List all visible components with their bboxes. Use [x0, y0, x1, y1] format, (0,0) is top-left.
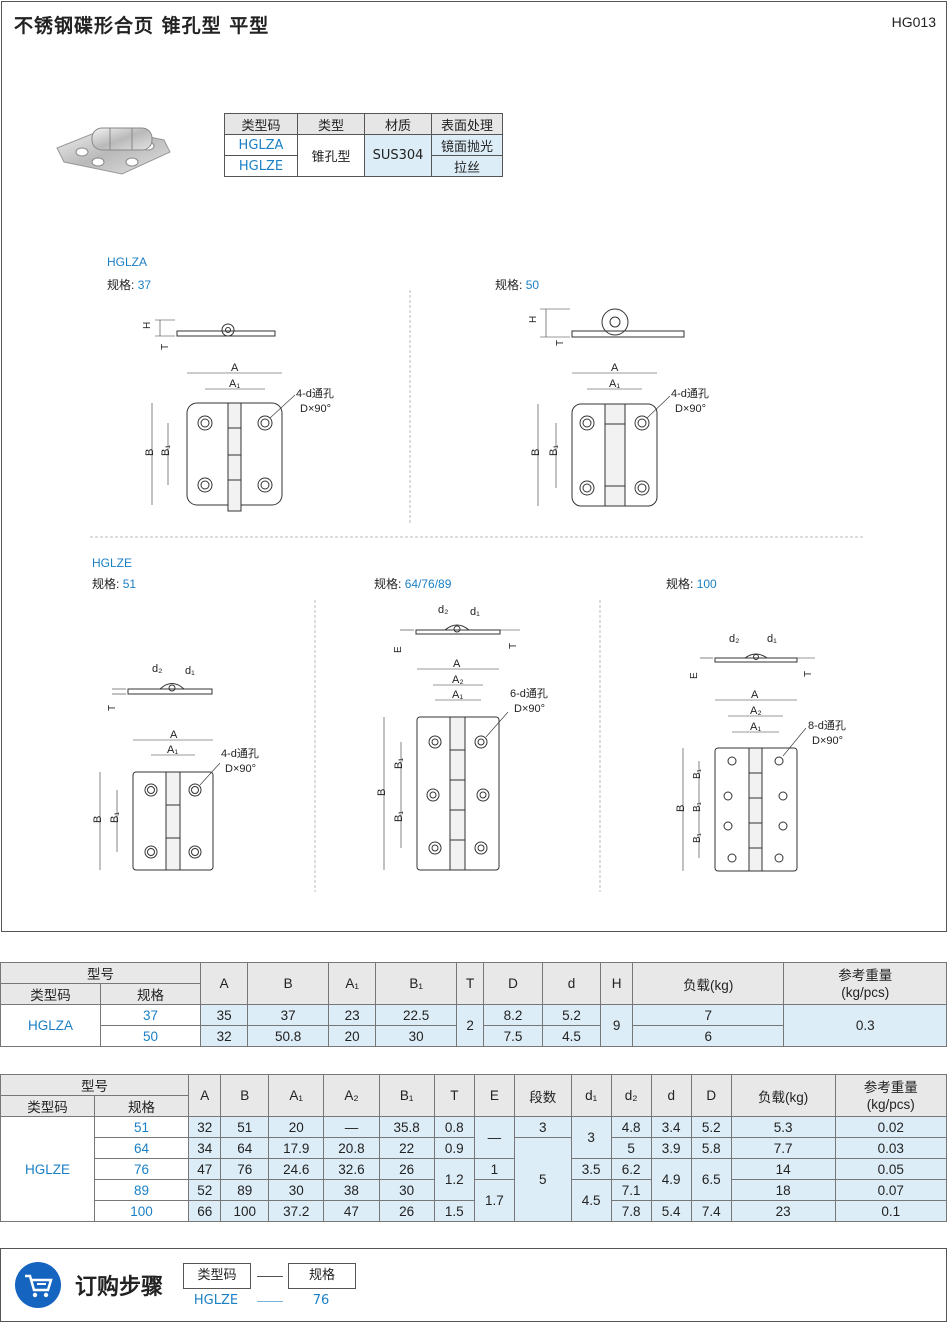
- product-photo: [56, 127, 171, 175]
- svg-text:T: T: [107, 705, 118, 711]
- drawing-frame: [1, 1, 947, 932]
- order-title: 订购步骤: [75, 1275, 164, 1300]
- svg-text:d₁: d₁: [767, 633, 777, 645]
- svg-text:d₂: d₂: [438, 604, 448, 616]
- hglze-64-side-view: d₂ d₁ E T: [393, 604, 520, 653]
- svg-text:B: B: [144, 449, 156, 456]
- svg-text:E: E: [689, 672, 700, 679]
- section-hglza: HGLZA: [107, 255, 148, 269]
- hglze-51-side-view: d₂ d₁ T: [107, 663, 213, 711]
- svg-text:A₁: A₁: [750, 721, 761, 733]
- order-steps-panel: 订购步骤 类型码 规格 HGLZE 76: [0, 1248, 947, 1322]
- finish-brushed: 拉丝: [431, 155, 503, 177]
- type-cell: 锥孔型: [297, 134, 365, 177]
- spec-table-hglze: 型号 A B A₁ A₂ B₁ T E 段数 d₁ d₂ d D 负载(kg) …: [0, 1074, 948, 1222]
- svg-text:B: B: [530, 449, 542, 456]
- type-table: 类型码 类型 材质 表面处理 HGLZA 锥孔型 SUS304 镜面抛光 HGL…: [224, 113, 503, 177]
- hglza-37-front-view: A A₁ B B₁ 4-d通孔 D×90°: [144, 362, 334, 512]
- svg-text:A: A: [751, 689, 759, 701]
- svg-text:A₂: A₂: [452, 674, 464, 686]
- order-separator: [257, 1276, 283, 1277]
- spec-label-100: 规格: 100: [666, 577, 717, 591]
- svg-text:T: T: [803, 671, 814, 677]
- svg-text:B₁: B₁: [393, 758, 405, 769]
- hglze-100-front-view: A A₂ A₁ B B₁ B₁ B₁ 8-d通孔 D×90°: [675, 689, 846, 872]
- order-example-code: HGLZE: [193, 1293, 239, 1308]
- svg-text:D×90°: D×90°: [675, 403, 706, 415]
- page-title: 不锈钢碟形合页 锥孔型 平型: [14, 15, 270, 37]
- svg-text:B₁: B₁: [109, 812, 121, 823]
- material-cell: SUS304: [364, 134, 432, 177]
- svg-text:D×90°: D×90°: [514, 703, 545, 715]
- svg-text:D×90°: D×90°: [300, 403, 331, 415]
- svg-text:T: T: [555, 340, 566, 346]
- th-material: 材质: [364, 113, 432, 135]
- svg-text:4-d通孔: 4-d通孔: [221, 747, 259, 760]
- hglza-50-front-view: A A₁ B B₁ 4-d通孔 D×90°: [530, 362, 709, 507]
- svg-text:d₁: d₁: [470, 606, 480, 618]
- hglze-64-front-view: A A₂ A₁ B B₁ B₁ 6-d通孔 D×90°: [376, 658, 548, 871]
- order-box-code: 类型码: [183, 1263, 251, 1289]
- svg-text:T: T: [508, 643, 519, 649]
- svg-text:E: E: [393, 646, 404, 653]
- th-finish: 表面处理: [431, 113, 503, 135]
- svg-text:B₁: B₁: [692, 801, 703, 812]
- svg-text:A: A: [170, 729, 178, 741]
- spec-label-50: 规格: 50: [495, 278, 540, 292]
- spec-label-37: 规格: 37: [107, 278, 152, 292]
- hglze-100-side-view: d₂ d₁ E T: [689, 633, 815, 679]
- svg-text:B₁: B₁: [692, 832, 703, 843]
- svg-text:4-d通孔: 4-d通孔: [671, 387, 709, 400]
- svg-text:d₂: d₂: [729, 633, 739, 645]
- svg-text:B₁: B₁: [548, 445, 560, 456]
- svg-text:H: H: [528, 316, 539, 323]
- spec-label-64-89: 规格: 64/76/89: [374, 577, 452, 591]
- svg-text:6-d通孔: 6-d通孔: [510, 687, 548, 700]
- svg-text:A₂: A₂: [750, 705, 762, 717]
- svg-text:A: A: [453, 658, 461, 670]
- order-box-spec: 规格: [288, 1263, 356, 1289]
- hglza-50-side-view: H T: [528, 308, 685, 346]
- section-hglze: HGLZE: [92, 556, 133, 570]
- th-group: 型号: [0, 962, 201, 984]
- svg-text:A₁: A₁: [167, 744, 178, 756]
- svg-text:A: A: [611, 362, 619, 374]
- svg-text:B₁: B₁: [393, 811, 405, 822]
- svg-text:4-d通孔: 4-d通孔: [296, 387, 334, 400]
- hglze-51-front-view: A A₁ B B₁ 4-d通孔 D×90°: [92, 729, 259, 871]
- finish-mirror: 镜面抛光: [431, 134, 503, 156]
- svg-text:d₁: d₁: [185, 665, 195, 677]
- svg-text:8-d通孔: 8-d通孔: [808, 719, 846, 732]
- svg-text:D×90°: D×90°: [225, 763, 256, 775]
- svg-text:B: B: [376, 789, 388, 796]
- order-example-separator: [257, 1301, 283, 1302]
- svg-text:A₁: A₁: [229, 378, 240, 390]
- code-hglze: HGLZE: [224, 155, 298, 177]
- cart-icon: [15, 1262, 61, 1308]
- th-type: 类型: [297, 113, 365, 135]
- svg-text:B₁: B₁: [692, 768, 703, 779]
- svg-text:A₁: A₁: [452, 689, 463, 701]
- hglza-37-side-view: H T: [142, 319, 276, 350]
- th-code: 类型码: [224, 113, 298, 135]
- spec-label-51: 规格: 51: [92, 577, 137, 591]
- order-example-spec: 76: [312, 1293, 330, 1308]
- svg-text:B: B: [675, 805, 687, 812]
- svg-text:H: H: [142, 322, 153, 329]
- svg-text:d₂: d₂: [152, 663, 162, 675]
- svg-text:B: B: [92, 816, 104, 823]
- technical-drawings: H T A A₁ B B₁ 4-d通孔 D×90° H T: [90, 290, 865, 892]
- spec-table-hglza: 型号 A B A₁ B₁ T D d H 负载(kg) 参考重量 (kg/pcs…: [0, 962, 947, 1047]
- product-code: HG013: [891, 14, 936, 30]
- svg-text:A₁: A₁: [609, 378, 620, 390]
- svg-text:A: A: [231, 362, 239, 374]
- cell-code: HGLZA: [0, 1004, 101, 1047]
- svg-text:D×90°: D×90°: [812, 735, 843, 747]
- svg-text:T: T: [160, 344, 171, 350]
- svg-text:B₁: B₁: [160, 445, 172, 456]
